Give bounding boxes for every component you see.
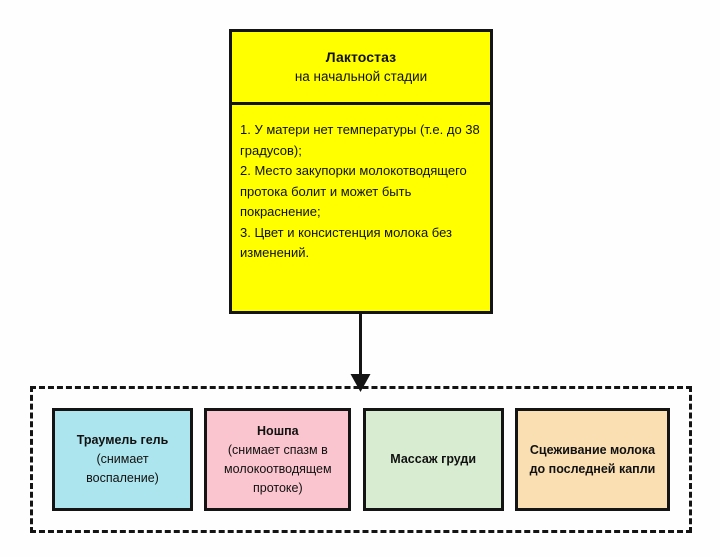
arrow-down-icon (350, 312, 371, 392)
symptom-list: 1. У матери нет температуры (т.е. до 38 … (232, 105, 490, 311)
treatment-card-noshpa[interactable]: Ношпа (снимает спазм в молокоотводящем п… (204, 408, 352, 511)
treatment-card-title: Сцеживание молока до последней капли (529, 442, 656, 476)
treatment-card-note: (снимает воспаление) (86, 452, 159, 485)
treatment-card-title: Ношпа (257, 423, 299, 438)
main-node-header: Лактостаз на начальной стадии (232, 32, 490, 105)
treatment-card-traumel-gel[interactable]: Траумель гель (снимает воспаление) (52, 408, 193, 511)
main-diagnosis-node: Лактостаз на начальной стадии 1. У матер… (229, 29, 493, 314)
main-node-subtitle: на начальной стадии (294, 69, 428, 84)
treatment-card-full-expression[interactable]: Сцеживание молока до последней капли (514, 408, 670, 511)
treatment-card-note: (снимает спазм в молокоотводящем протоке… (224, 442, 332, 495)
symptom-item-1: 1. У матери нет температуры (т.е. до 38 … (240, 122, 480, 158)
page-title: Лактостаз (325, 49, 397, 65)
treatment-group: Траумель гель (снимает воспаление) Ношпа… (30, 386, 692, 533)
treatment-card-breast-massage[interactable]: Массаж груди (362, 408, 504, 511)
treatment-card-title: Массаж груди (390, 452, 477, 466)
treatment-card-title: Траумель гель (76, 433, 169, 447)
symptom-item-3: 3. Цвет и консистенция молока без измене… (240, 224, 453, 261)
symptom-item-2: 2. Место закупорки молокотводящего прото… (240, 163, 467, 219)
